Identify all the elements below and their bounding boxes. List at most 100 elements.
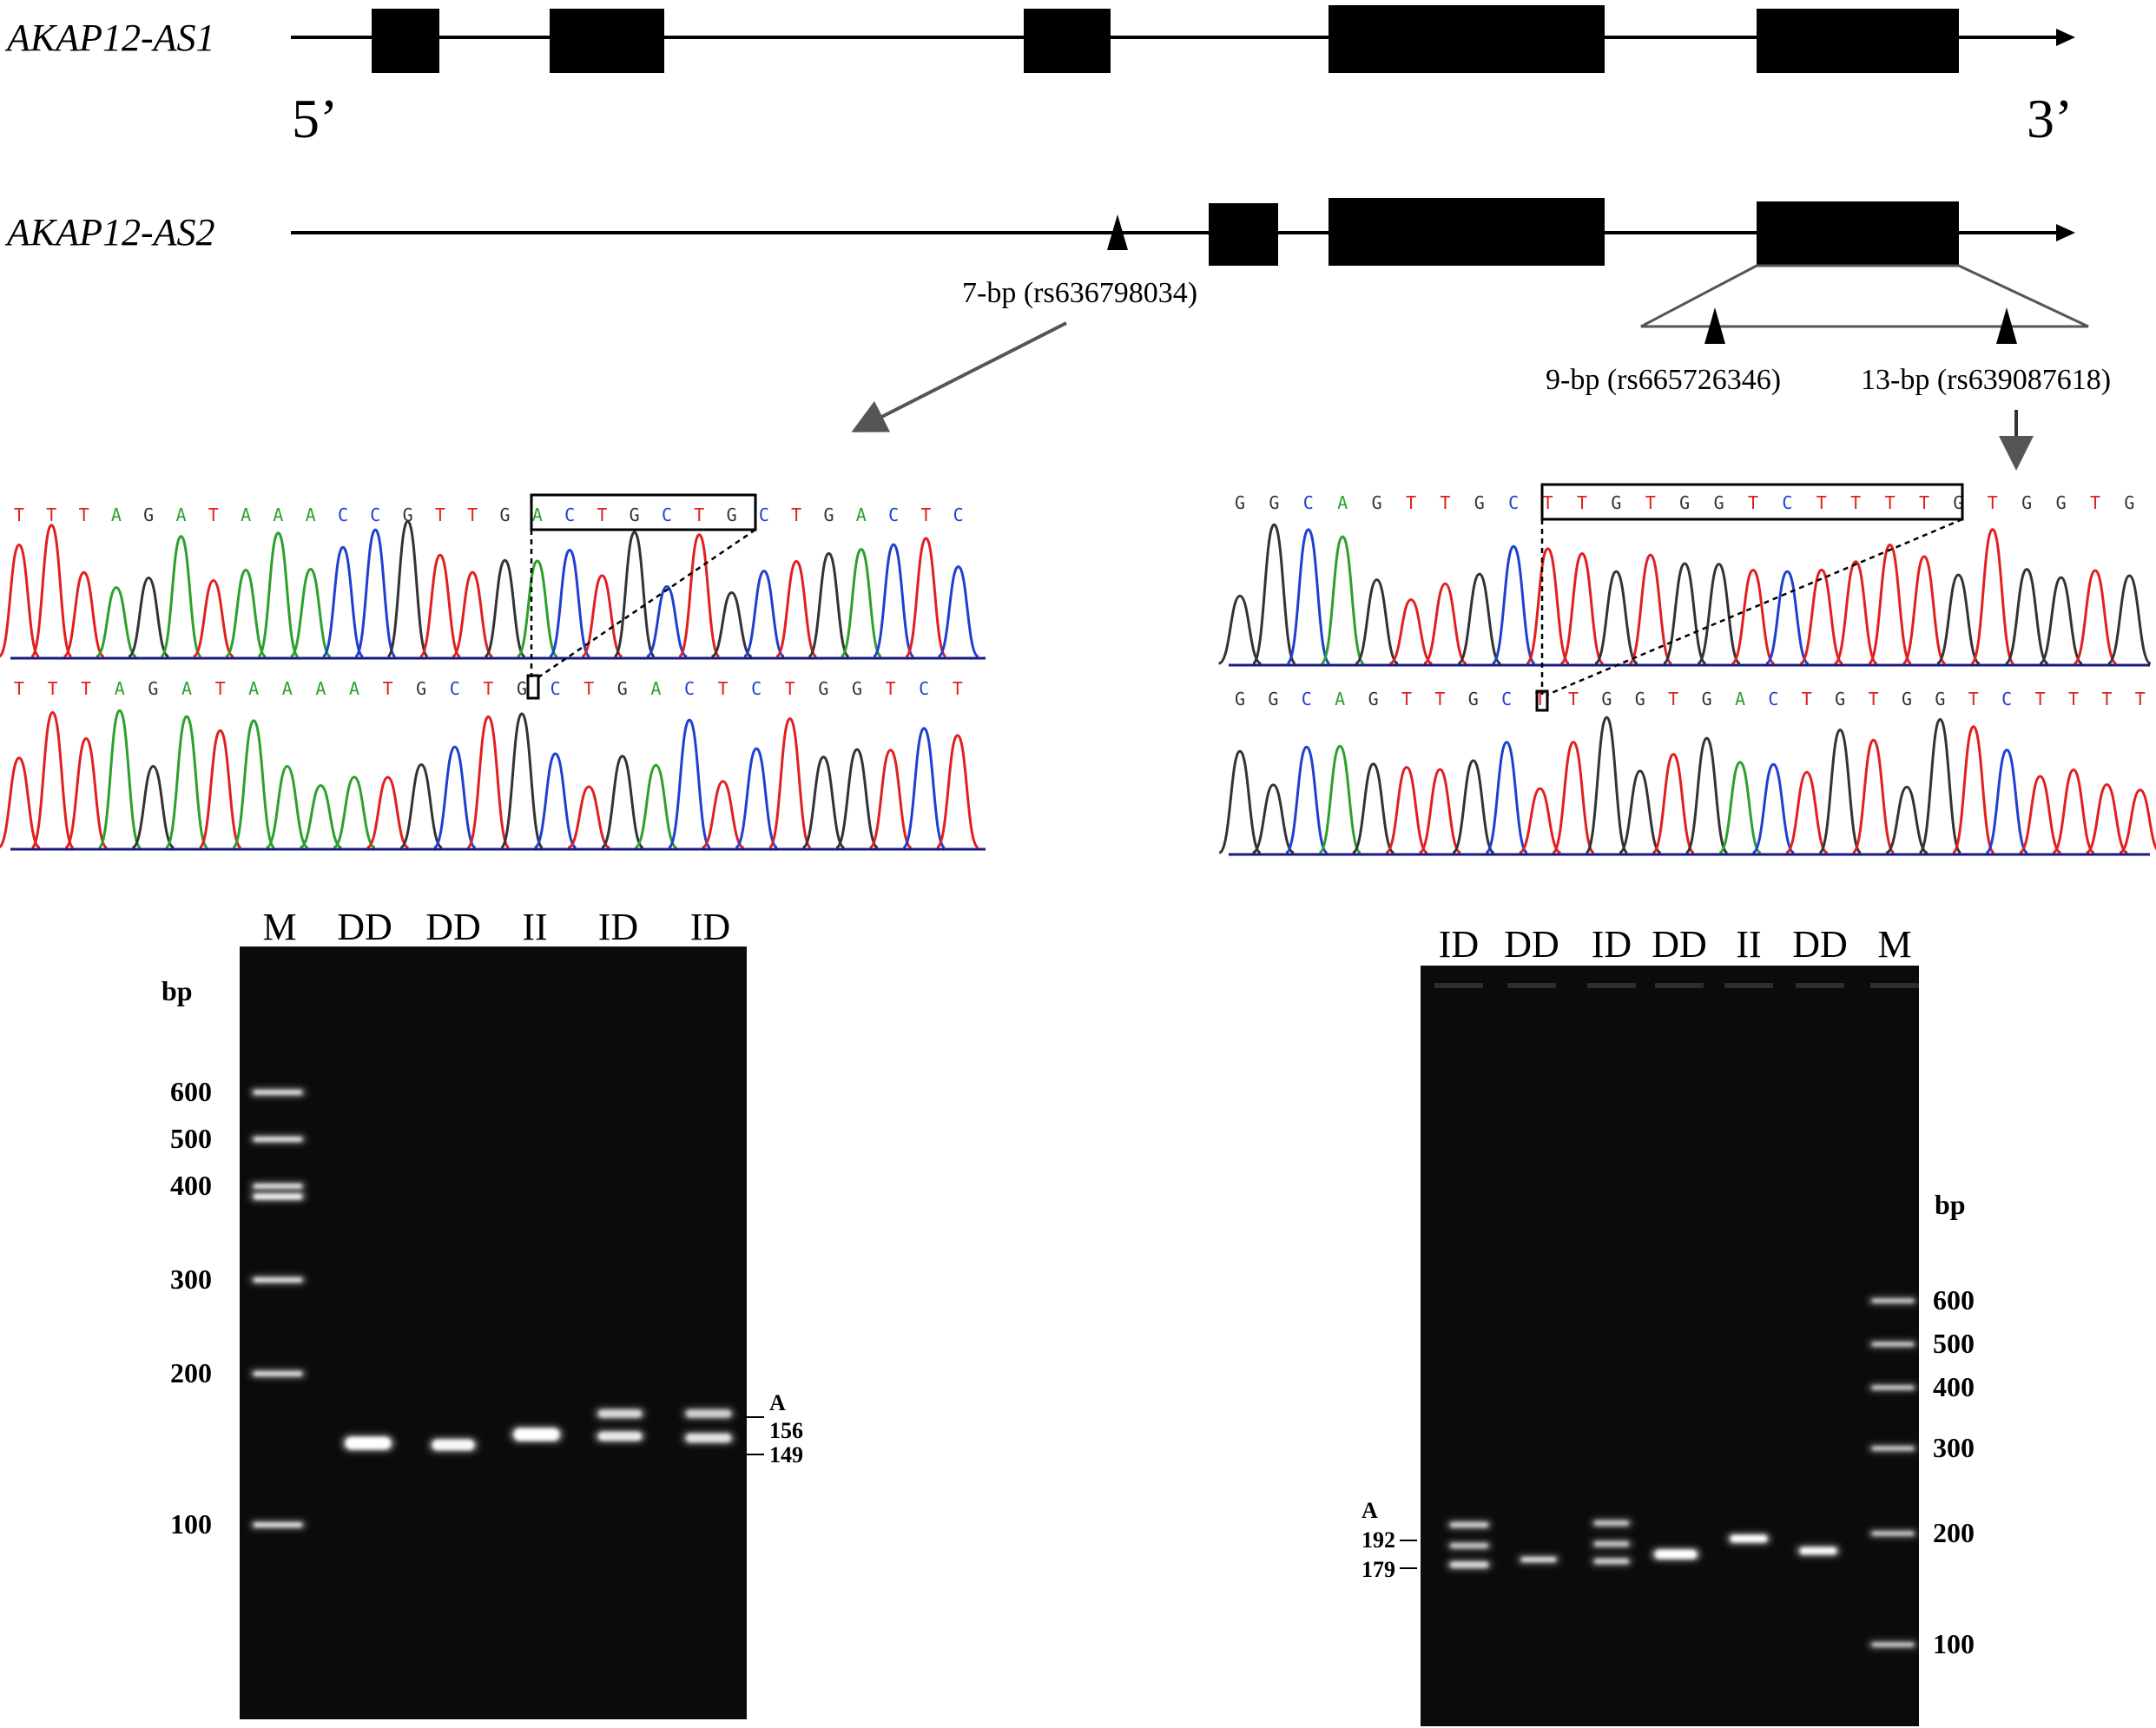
base-letter: T (46, 505, 56, 525)
trace-peak (63, 571, 105, 658)
marker-label: 300 (1933, 1432, 1975, 1463)
base-letter: C (551, 678, 561, 699)
trace-peak (1918, 717, 1962, 854)
trace-peak (366, 775, 410, 849)
trace-peak (901, 727, 946, 849)
trace-peak (567, 785, 610, 849)
base-letter: T (1988, 492, 1998, 513)
trace-peak (1551, 741, 1596, 854)
trace-peak (1452, 759, 1495, 854)
base-letter: C (759, 505, 769, 525)
base-letter: T (48, 678, 58, 699)
base-letter: A (282, 678, 293, 699)
gel-left-unit: bp (162, 975, 193, 1006)
trace-peak (1867, 544, 1913, 665)
base-letter: T (1434, 689, 1445, 709)
sample-band-core (1450, 1561, 1488, 1568)
trace-peak (1418, 768, 1462, 854)
lane-label: M (262, 906, 296, 948)
trace-peak (1799, 568, 1844, 665)
trace-peak (1559, 551, 1605, 665)
sample-band-core (1594, 1520, 1629, 1526)
base-letter: A (175, 505, 186, 525)
trace-peak (1519, 787, 1562, 854)
indel-label-mid: 9-bp (rs665726346) (1546, 364, 1781, 396)
gene1-exon-5 (1757, 9, 1959, 73)
gel-right-label-179: 179 (1362, 1557, 1395, 1582)
trace-peak (1355, 578, 1399, 665)
trace-peak (904, 537, 947, 658)
base-letter: G (1953, 492, 1963, 513)
ladder-band-core (254, 1194, 302, 1199)
gene-model-as1: AKAP12-AS1 5’ 3’ (4, 5, 2075, 149)
base-letter: T (14, 678, 24, 699)
base-letter: G (1235, 492, 1245, 513)
deletion-box-left (530, 493, 757, 531)
sample-band-core (1450, 1543, 1488, 1548)
base-letter: C (953, 505, 964, 525)
base-letter: T (14, 505, 24, 525)
lane-label: DD (425, 906, 481, 948)
base-letter: T (597, 505, 607, 525)
trace-peak (710, 590, 753, 658)
trace-peak (1423, 582, 1467, 665)
base-letter: A (241, 505, 251, 525)
base-letter: T (2101, 689, 2112, 709)
trace-peak (333, 775, 376, 849)
three-prime-label: 3’ (2027, 88, 2073, 149)
ladder-band-core (254, 1090, 302, 1095)
dash-right-2 (1546, 518, 1963, 696)
gel-right-image (1421, 966, 1919, 1726)
trace-peak (466, 715, 511, 849)
sample-band-core (1521, 1557, 1556, 1562)
base-letter: A (1735, 689, 1745, 709)
base-letter: A (1335, 689, 1345, 709)
trace-peak (868, 749, 913, 849)
base-letter: G (1268, 689, 1278, 709)
base-letter: G (1468, 689, 1479, 709)
trace-peak (256, 531, 300, 658)
base-letter: G (2056, 492, 2067, 513)
trace-peak (1385, 766, 1428, 854)
trace-peak (1457, 572, 1502, 665)
trace-peak (399, 763, 443, 849)
base-letter: G (148, 678, 158, 699)
trace-peak (1585, 716, 1629, 854)
trace-left-top (0, 519, 979, 658)
base-letter: G (416, 678, 426, 699)
trace-peak (1251, 523, 1297, 665)
trace-peak (484, 558, 526, 658)
trace-peak (128, 576, 170, 658)
trace-peak (613, 531, 656, 658)
gel-well (1655, 983, 1704, 988)
trace-peak (1217, 594, 1263, 665)
trace-peak (835, 748, 879, 849)
gel-right-unit: bp (1935, 1189, 1966, 1220)
base-letter: T (1850, 492, 1861, 513)
trace-peak (2039, 576, 2083, 665)
marker-label: 600 (1933, 1284, 1975, 1316)
base-letter: T (584, 678, 594, 699)
base-letter: C (684, 678, 695, 699)
trace-peak (499, 712, 544, 849)
trace-peak (1652, 753, 1695, 854)
base-letter: T (2090, 492, 2100, 513)
base-letter: G (1635, 689, 1645, 709)
trace-peak (1851, 738, 1896, 854)
gel-right-bands (1434, 983, 1919, 1648)
trace-peak (64, 736, 109, 849)
trace-peak (1484, 741, 1529, 854)
base-letter: G (1474, 492, 1485, 513)
base-letter: G (1702, 689, 1712, 709)
base-letter: C (1782, 492, 1792, 513)
base-letter: C (564, 505, 575, 525)
gene2-exon-2 (1329, 198, 1605, 266)
gel-left-bands (250, 1088, 735, 1529)
base-letter: C (450, 678, 460, 699)
trace-peak (192, 578, 234, 658)
